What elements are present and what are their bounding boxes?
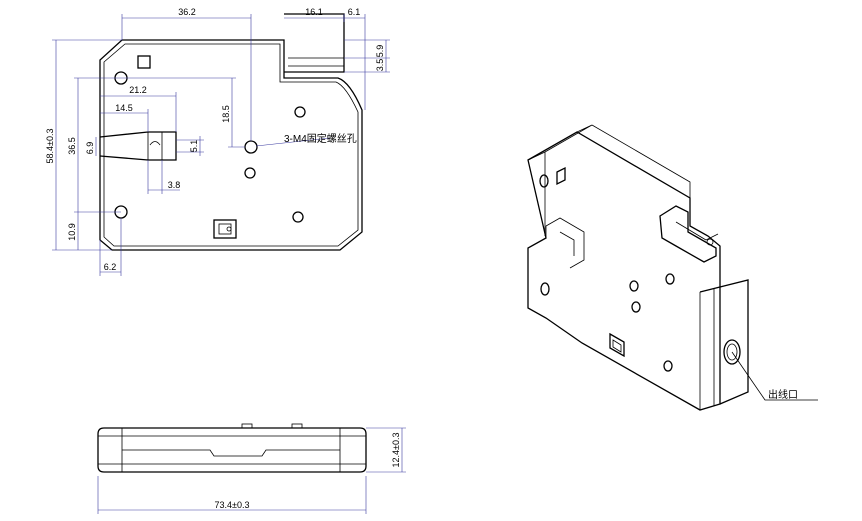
dim-hole-offset-y: 18.5: [221, 105, 231, 123]
iso-hole-2: [540, 282, 550, 296]
iso-hole-1: [539, 174, 549, 188]
cable-exit-hole: [723, 339, 741, 365]
dim-tab-h2: 3.5: [375, 59, 385, 72]
dim-length: 73.4±0.3: [215, 500, 250, 510]
dim-hole-x-left: 6.2: [104, 262, 117, 272]
mounting-hole-note: 3-M4固定螺丝孔: [284, 132, 357, 145]
cable-exit-label: 出线口: [768, 388, 798, 401]
dim-tab-h1: 5.9: [375, 45, 385, 58]
dim-height-inner: 36.5: [67, 137, 77, 155]
dim-latch-w2: 5.1: [189, 140, 199, 153]
dim-hole-y-bottom: 10.9: [67, 223, 77, 241]
iso-view: 出线口: [527, 124, 818, 411]
iso-hole-3: [629, 280, 639, 292]
dim-height-total: 58.4±0.3: [45, 129, 55, 164]
bottom-view: 73.4±0.3 12.4±0.3: [97, 423, 406, 514]
dim-thickness: 12.4±0.3: [391, 433, 401, 468]
mount-hole-center: [244, 140, 258, 154]
dim-latch-len: 14.5: [115, 103, 133, 113]
dim-slot-offset: 6.1: [348, 7, 361, 17]
dim-width-top: 36.2: [178, 7, 196, 17]
small-hole-right-top: [294, 106, 306, 118]
small-hole-center: [244, 167, 256, 179]
iso-hole-4: [631, 301, 641, 313]
dim-latch-h: 6.9: [85, 142, 95, 155]
dim-slot-width: 16.1: [305, 7, 323, 17]
iso-hole-5: [665, 273, 675, 285]
iso-hole-6: [663, 360, 673, 372]
dim-latch-w3: 3.8: [168, 180, 181, 190]
small-hole-right-bottom: [292, 211, 304, 223]
dim-hole-offset-x: 21.2: [129, 85, 147, 95]
front-view: 36.2 16.1 6.1 5.9 3.5 21.2 14.5 18.5 6.9…: [45, 7, 390, 276]
